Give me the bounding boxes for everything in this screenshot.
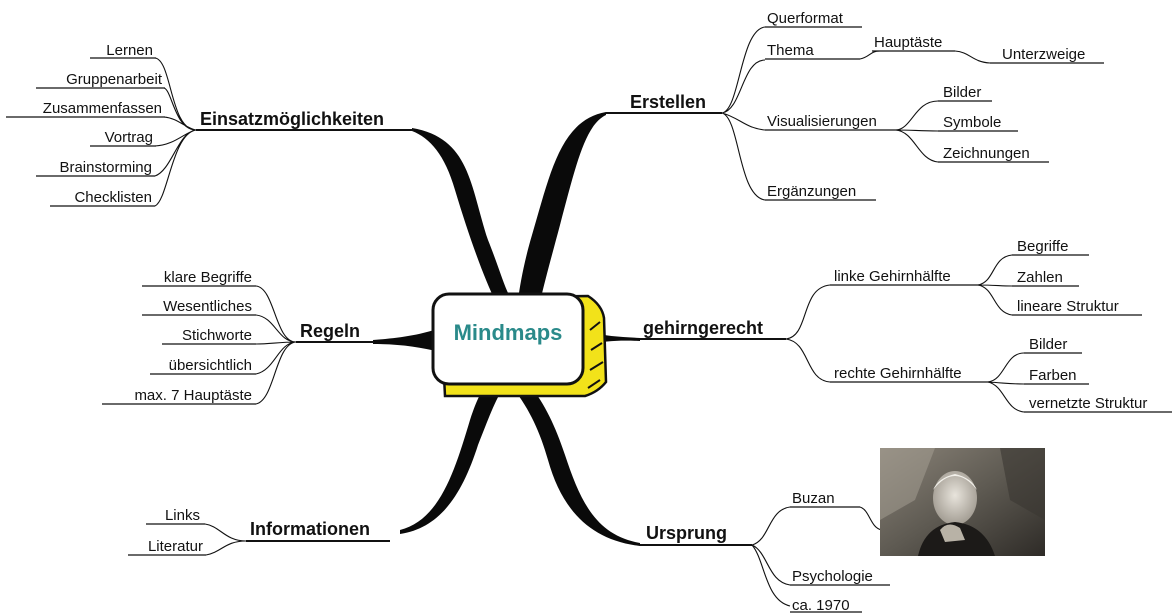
branch-ursprung-shape: [513, 385, 640, 546]
item-max-hauptaeste: max. 7 Hauptäste: [134, 387, 252, 404]
branch-erstellen-label: Erstellen: [630, 92, 706, 112]
branch-regeln-label: Regeln: [300, 321, 360, 341]
branch-gehirngerecht-label: gehirngerecht: [643, 318, 763, 338]
item-bilder-rechts: Bilder: [1029, 336, 1067, 353]
item-psychologie: Psychologie: [792, 568, 873, 585]
connector: [255, 285, 297, 405]
item-zahlen: Zahlen: [1017, 269, 1063, 286]
item-bilder: Bilder: [943, 84, 981, 101]
group-erstellen: Erstellen Querformat Thema Hauptäste Unt…: [630, 10, 1104, 201]
item-klare-begriffe: klare Begriffe: [164, 269, 252, 286]
item-lernen: Lernen: [106, 42, 153, 59]
connector: [721, 26, 991, 201]
item-gruppenarbeit: Gruppenarbeit: [66, 71, 163, 88]
item-rechte-gehirnhaelfte: rechte Gehirnhälfte: [834, 365, 962, 382]
regeln-items: klare Begriffe Wesentliches Stichworte ü…: [102, 269, 256, 405]
item-symbole: Symbole: [943, 114, 1001, 131]
item-vortrag: Vortrag: [105, 129, 153, 146]
item-zeichnungen: Zeichnungen: [943, 145, 1030, 162]
branch-informationen-shape: [400, 380, 505, 534]
item-farben: Farben: [1029, 367, 1077, 384]
group-regeln: Regeln klare Begriffe Wesentliches Stich…: [102, 269, 360, 405]
branch-einsatz-shape: [412, 128, 512, 300]
center-box: [431, 292, 585, 386]
item-linke-gehirnhaelfte: linke Gehirnhälfte: [834, 268, 951, 285]
item-links: Links: [165, 507, 200, 524]
item-literatur: Literatur: [148, 538, 203, 555]
item-brainstorming: Brainstorming: [59, 159, 152, 176]
branch-ursprung-label: Ursprung: [646, 523, 727, 543]
item-querformat: Querformat: [767, 10, 844, 27]
item-uebersichtlich: übersichtlich: [169, 357, 252, 374]
center-label: Mindmaps: [454, 320, 563, 345]
item-zusammenfassen: Zusammenfassen: [43, 100, 162, 117]
item-unterzweige: Unterzweige: [1002, 46, 1085, 63]
item-wesentliches: Wesentliches: [163, 298, 252, 315]
item-checklisten: Checklisten: [74, 189, 152, 206]
item-buzan: Buzan: [792, 490, 835, 507]
item-hauptaeste: Hauptäste: [874, 34, 942, 51]
group-einsatz: Einsatzmöglichkeiten Lernen Gruppenarbei…: [6, 42, 384, 207]
item-visualisierungen: Visualisierungen: [767, 113, 877, 130]
branch-einsatz-label: Einsatzmöglichkeiten: [200, 109, 384, 129]
connector: [751, 506, 883, 607]
einsatz-items: Lernen Gruppenarbeit Zusammenfassen Vort…: [6, 42, 165, 207]
ursprung-items: Buzan Psychologie ca. 1970: [790, 490, 890, 613]
buzan-photo: [880, 448, 1045, 556]
informationen-items: Links Literatur: [128, 507, 206, 556]
connector: [204, 523, 247, 556]
connector: [154, 57, 197, 207]
branch-regeln-shape: [373, 328, 440, 352]
branch-informationen-label: Informationen: [250, 519, 370, 539]
connector: [785, 254, 1025, 413]
center-node: Mindmaps: [431, 292, 608, 398]
item-stichworte: Stichworte: [182, 327, 252, 344]
item-ergaenzungen: Ergänzungen: [767, 183, 856, 200]
gehirn-items: linke Gehirnhälfte Begriffe Zahlen linea…: [830, 238, 1172, 413]
item-begriffe: Begriffe: [1017, 238, 1068, 255]
group-ursprung: Ursprung Buzan Psychologie ca. 1970: [646, 490, 890, 613]
group-gehirngerecht: gehirngerecht linke Gehirnhälfte Begriff…: [643, 238, 1172, 413]
item-lineare-struktur: lineare Struktur: [1017, 298, 1119, 315]
group-informationen: Informationen Links Literatur: [128, 507, 370, 556]
erstellen-items: Querformat Thema Hauptäste Unterzweige V…: [765, 10, 1104, 201]
item-vernetzte-struktur: vernetzte Struktur: [1029, 395, 1147, 412]
item-thema: Thema: [767, 42, 814, 59]
center-box-side-lines: [587, 321, 604, 389]
main-underlines: [196, 112, 786, 546]
item-ca-1970: ca. 1970: [792, 597, 850, 613]
branch-erstellen-shape: [518, 112, 606, 302]
